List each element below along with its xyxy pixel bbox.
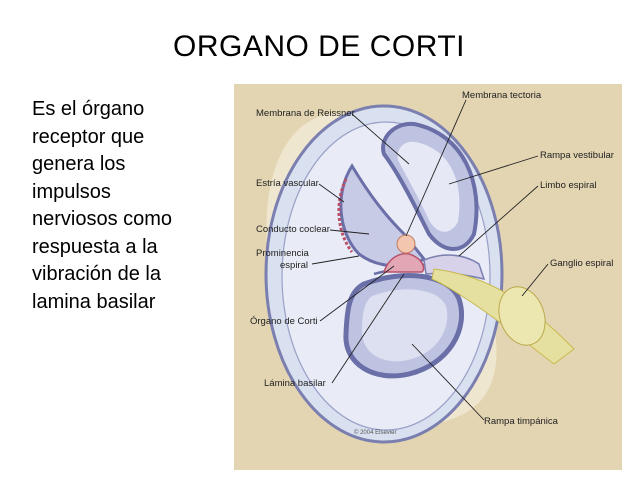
leader-tectoria <box>405 99 467 237</box>
label-espiral: espiral <box>280 260 308 271</box>
body-line: receptor que <box>32 125 145 148</box>
body-text: Es el órgano receptor que genera los imp… <box>32 96 232 316</box>
label-rampa-vestibular: Rampa vestibular <box>540 150 614 161</box>
leader-timpanica <box>411 343 485 421</box>
label-prominencia: Prominencia <box>256 248 310 259</box>
bone-texture <box>234 84 622 470</box>
label-rampa-timpanica: Rampa timpánica <box>484 416 559 427</box>
leader-reissner <box>351 113 410 165</box>
tectorial-membrane <box>396 234 416 254</box>
leader-corti <box>319 265 395 322</box>
slide-title: ORGANO DE CORTI <box>173 30 465 63</box>
label-ganglio-espiral: Ganglio espiral <box>550 258 613 269</box>
leader-conducto <box>329 229 370 235</box>
leader-limbo <box>458 185 539 257</box>
body-line: Es el órgano <box>32 98 145 120</box>
body-line: nerviosos como <box>32 208 173 230</box>
body-line: respuesta a la <box>32 235 158 258</box>
spiral-ganglion <box>498 286 546 346</box>
label-membrana-tectoria: Membrana tectoria <box>462 90 542 101</box>
cochlea-diagram: Membrana de Reissner Membrana tectoria R… <box>234 84 622 470</box>
body-line: impulsos <box>32 180 111 203</box>
body-line: vibración de la <box>32 263 161 285</box>
stria-vascularis <box>337 178 354 253</box>
label-conducto-coclear: Conducto coclear <box>256 224 330 235</box>
label-organo-corti: Órgano de Corti <box>250 316 318 327</box>
body-line: lamina basilar <box>32 290 156 313</box>
copyright-text: © 2004 Elsevier <box>354 429 396 436</box>
label-estria-vascular: Estría vascular <box>256 178 319 189</box>
leader-estria <box>318 183 345 203</box>
label-limbo-espiral: Limbo espiral <box>540 180 597 191</box>
body-line: genera los <box>32 153 126 175</box>
leader-vestibular <box>448 155 539 185</box>
scala-tympani-inner <box>362 289 448 362</box>
label-membrana-reissner: Membrana de Reissner <box>256 108 355 119</box>
scala-vestibuli-inner <box>397 141 460 232</box>
organ-of-corti <box>382 252 425 273</box>
leader-basilar <box>331 273 405 384</box>
leader-prominencia <box>311 255 360 265</box>
leader-ganglio <box>521 263 549 297</box>
label-lamina-basilar: Lámina basilar <box>264 378 326 389</box>
